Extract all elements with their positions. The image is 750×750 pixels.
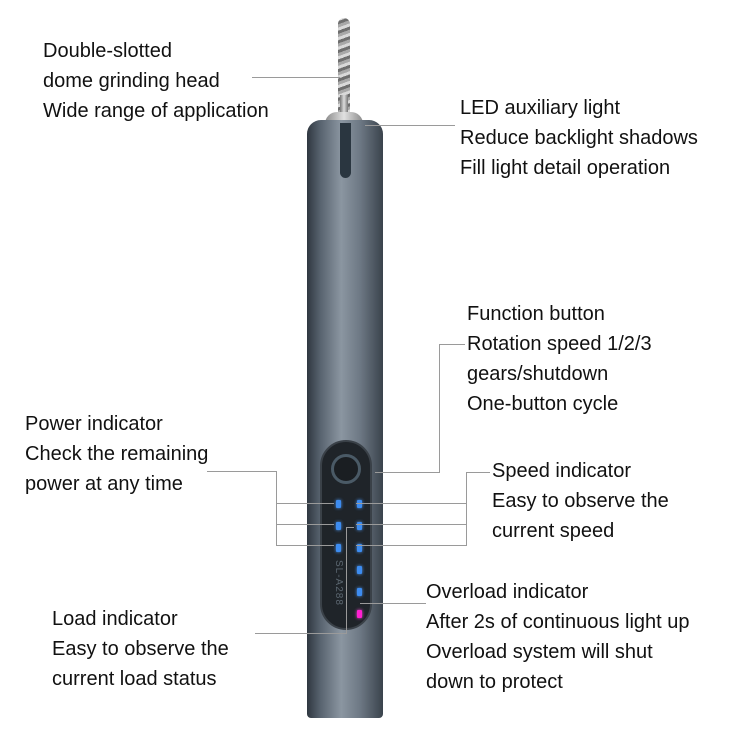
leader-line [255,633,346,634]
callout-text: Fill light detail operation [460,157,671,179]
callout-power-indicator: Power indicator Check the remaining powe… [25,409,208,499]
callout-text: Wide range of application [43,100,269,122]
load-led-2 [357,588,362,596]
power-led-1 [336,500,341,508]
callout-text: current speed [492,520,615,542]
leader-line [356,503,466,504]
leader-line [360,603,426,604]
callout-led-light: LED auxiliary light Reduce backlight sha… [460,93,698,183]
leader-line [276,471,277,546]
callout-text: dome grinding head [43,70,220,92]
callout-text: After 2s of continuous light up [426,611,690,633]
body-slot [340,123,351,178]
leader-line [207,471,277,472]
power-led-2 [336,522,341,530]
leader-line [439,344,440,472]
grinding-bit [338,18,350,113]
callout-title: Overload indicator [426,581,589,603]
leader-line [346,527,347,634]
leader-line [439,344,465,345]
callout-text: current load status [52,668,217,690]
leader-line [276,524,334,525]
callout-title: Power indicator [25,413,163,435]
callout-title: Double-slotted [43,40,172,62]
callout-text: Reduce backlight shadows [460,127,698,149]
leader-line [466,472,490,473]
leader-line [276,503,334,504]
leader-line [375,472,440,473]
load-led-1 [357,566,362,574]
callout-text: Easy to observe the [492,490,669,512]
callout-title: Speed indicator [492,460,631,482]
callout-title: Function button [467,303,605,325]
callout-text: power at any time [25,473,183,495]
leader-line [365,125,455,126]
grinder-body: SL-A288 [307,120,383,718]
leader-line [356,524,466,525]
leader-line [356,545,466,546]
leader-line [346,527,354,528]
overload-led [357,610,362,618]
callout-text: Overload system will shut [426,641,653,663]
callout-text: Easy to observe the [52,638,229,660]
speed-led-1 [357,500,362,508]
leader-line [252,77,340,78]
callout-text: gears/shutdown [467,363,609,385]
power-led-3 [336,544,341,552]
callout-title: Load indicator [52,608,178,630]
speed-led-3 [357,544,362,552]
callout-load-indicator: Load indicator Easy to observe the curre… [52,604,229,694]
model-text: SL-A288 [333,560,344,606]
callout-text: Rotation speed 1/2/3 [467,333,652,355]
callout-title: LED auxiliary light [460,97,621,119]
leader-line [276,545,334,546]
callout-grinding-head: Double-slotted dome grinding head Wide r… [43,36,269,126]
callout-text: Check the remaining [25,443,209,465]
callout-speed-indicator: Speed indicator Easy to observe the curr… [492,456,669,546]
callout-text: One-button cycle [467,393,619,415]
leader-line [466,472,467,546]
speed-led-2 [357,522,362,530]
callout-function-button: Function button Rotation speed 1/2/3 gea… [467,299,652,419]
callout-overload-indicator: Overload indicator After 2s of continuou… [426,577,690,697]
callout-text: down to protect [426,671,563,693]
function-button[interactable] [331,454,361,484]
bit-shank [340,95,348,117]
